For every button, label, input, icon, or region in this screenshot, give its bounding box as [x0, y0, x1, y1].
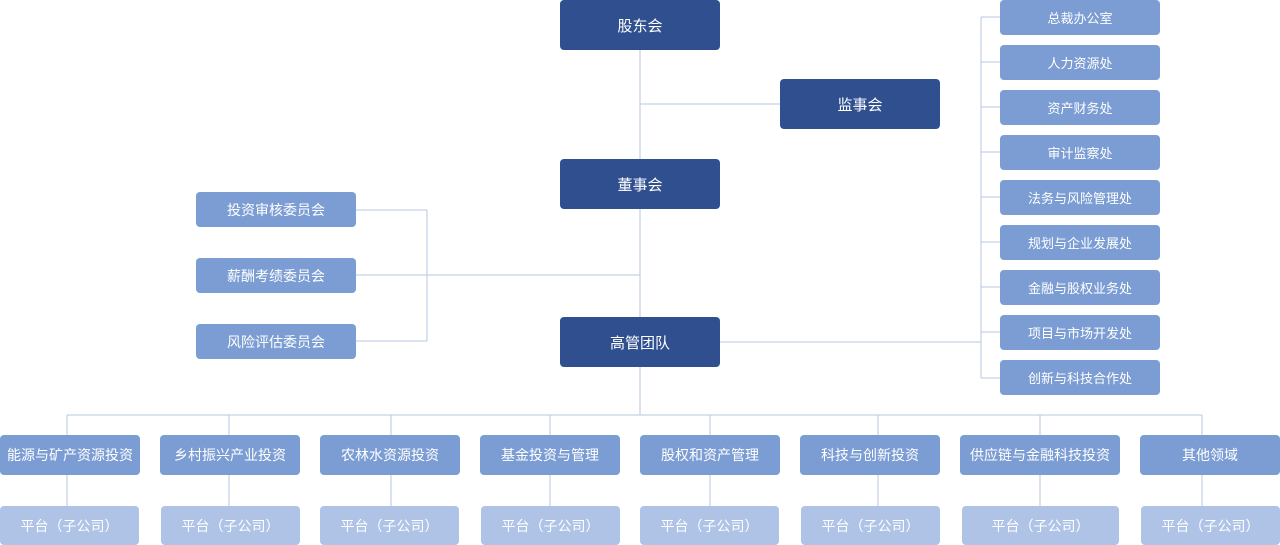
platform-node: 平台（子公司）	[801, 506, 940, 545]
department-node: 创新与科技合作处	[1000, 360, 1160, 395]
department-node: 法务与风险管理处	[1000, 180, 1160, 215]
management-team-node: 高管团队	[560, 317, 720, 367]
business-segment-node: 其他领域	[1140, 435, 1280, 475]
department-node: 审计监察处	[1000, 135, 1160, 170]
platform-node: 平台（子公司）	[320, 506, 459, 545]
business-segment-node: 供应链与金融科技投资	[960, 435, 1120, 475]
business-segment-node: 基金投资与管理	[480, 435, 620, 475]
business-segment-node: 农林水资源投资	[320, 435, 460, 475]
platform-node: 平台（子公司）	[640, 506, 779, 545]
supervisory-board-node: 监事会	[780, 79, 940, 129]
business-segment-node: 能源与矿产资源投资	[0, 435, 140, 475]
department-node: 项目与市场开发处	[1000, 315, 1160, 350]
department-node: 规划与企业发展处	[1000, 225, 1160, 260]
platform-node: 平台（子公司）	[0, 506, 139, 545]
platform-node: 平台（子公司）	[481, 506, 620, 545]
committee-compensation: 薪酬考绩委员会	[196, 258, 356, 293]
shareholders-node: 股东会	[560, 0, 720, 50]
platform-node: 平台（子公司）	[962, 506, 1119, 545]
business-segment-node: 科技与创新投资	[800, 435, 940, 475]
business-segment-node: 股权和资产管理	[640, 435, 780, 475]
department-node: 金融与股权业务处	[1000, 270, 1160, 305]
business-segment-node: 乡村振兴产业投资	[160, 435, 300, 475]
department-node: 人力资源处	[1000, 45, 1160, 80]
department-node: 总裁办公室	[1000, 0, 1160, 35]
committee-risk-assessment: 风险评估委员会	[196, 324, 356, 359]
platform-node: 平台（子公司）	[1141, 506, 1280, 545]
department-node: 资产财务处	[1000, 90, 1160, 125]
committee-investment-review: 投资审核委员会	[196, 192, 356, 227]
platform-node: 平台（子公司）	[161, 506, 300, 545]
board-of-directors-node: 董事会	[560, 159, 720, 209]
